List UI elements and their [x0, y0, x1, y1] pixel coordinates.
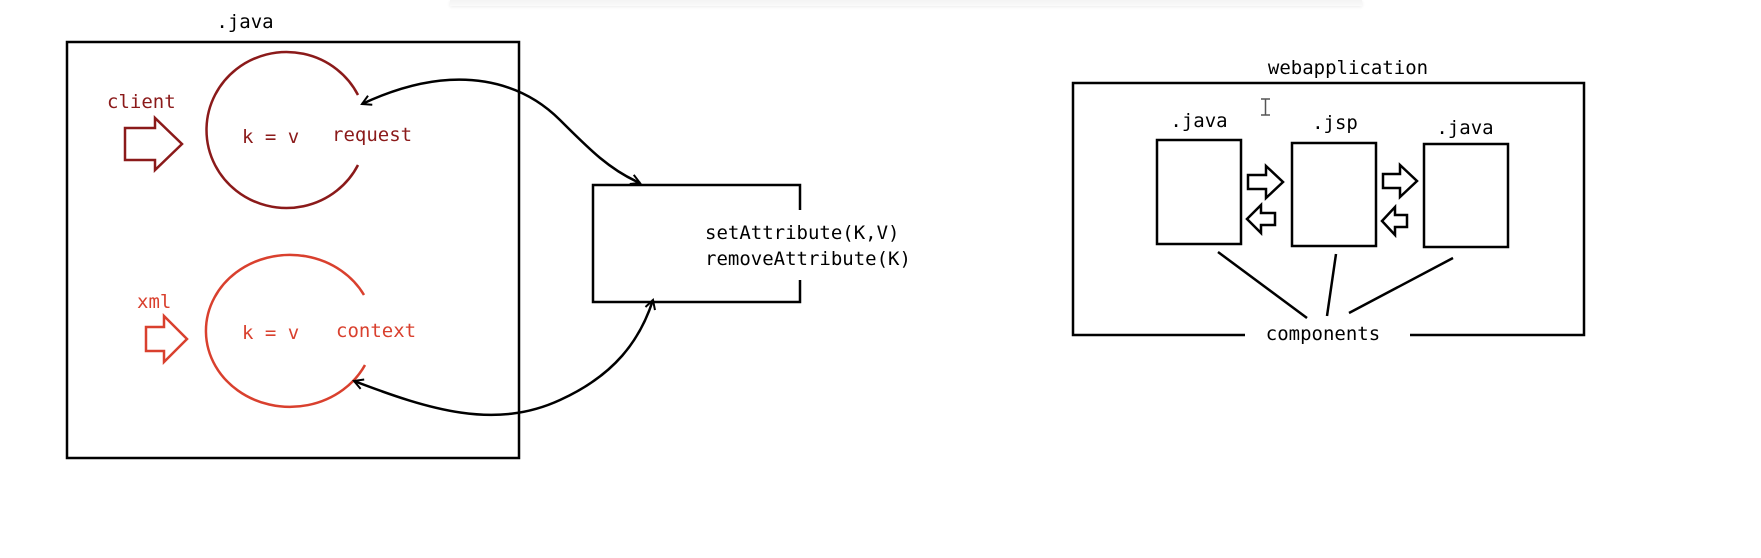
context-scope-circle [204, 253, 367, 409]
attribute-box: setAttribute(K,V) removeAttribute(K) [591, 183, 911, 304]
request-link-arrow [362, 78, 640, 183]
back-arrow-icon-1 [1245, 201, 1277, 237]
set-attribute-method: setAttribute(K,V) [705, 222, 899, 244]
component-link-line-1 [1217, 250, 1308, 320]
component-jsp-box [1290, 141, 1378, 248]
component-link-line-2 [1325, 253, 1338, 317]
request-scope-circle [205, 50, 360, 210]
request-kv-text: k = v [242, 126, 299, 148]
java-panel-title: .java [216, 11, 273, 33]
component-link-line-3 [1348, 256, 1454, 315]
xml-label: xml [137, 291, 171, 313]
java-panel-frame [65, 40, 521, 460]
component-java-2-box [1422, 142, 1510, 249]
context-link-arrow [354, 300, 653, 417]
component-java-1-box [1155, 138, 1243, 246]
component-jsp-label: .jsp [1312, 112, 1358, 134]
forward-arrow-icon-2 [1381, 162, 1419, 200]
request-label: request [332, 124, 412, 146]
webapp-panel: webapplication .java .jsp .java componen… [1071, 57, 1586, 345]
webapp-panel-frame [1071, 81, 1586, 337]
component-java-2-label: .java [1436, 117, 1493, 139]
components-label: components [1266, 323, 1380, 345]
client-label: client [107, 91, 176, 113]
attribute-box-frame [591, 183, 802, 304]
top-toolbar-strip [450, 0, 1362, 6]
context-scope-group: xml k = v context [137, 253, 416, 409]
context-kv-text: k = v [242, 322, 299, 344]
xml-arrow-icon [144, 312, 189, 366]
webapp-panel-title: webapplication [1268, 57, 1428, 79]
context-label: context [336, 320, 416, 342]
back-arrow-icon-2 [1380, 203, 1409, 239]
forward-arrow-icon-1 [1246, 163, 1285, 201]
remove-attribute-method: removeAttribute(K) [705, 248, 911, 270]
request-scope-group: client k = v request [107, 50, 412, 210]
client-arrow-icon [123, 115, 184, 173]
component-java-1-label: .java [1170, 110, 1227, 132]
text-cursor-icon [1261, 98, 1270, 116]
